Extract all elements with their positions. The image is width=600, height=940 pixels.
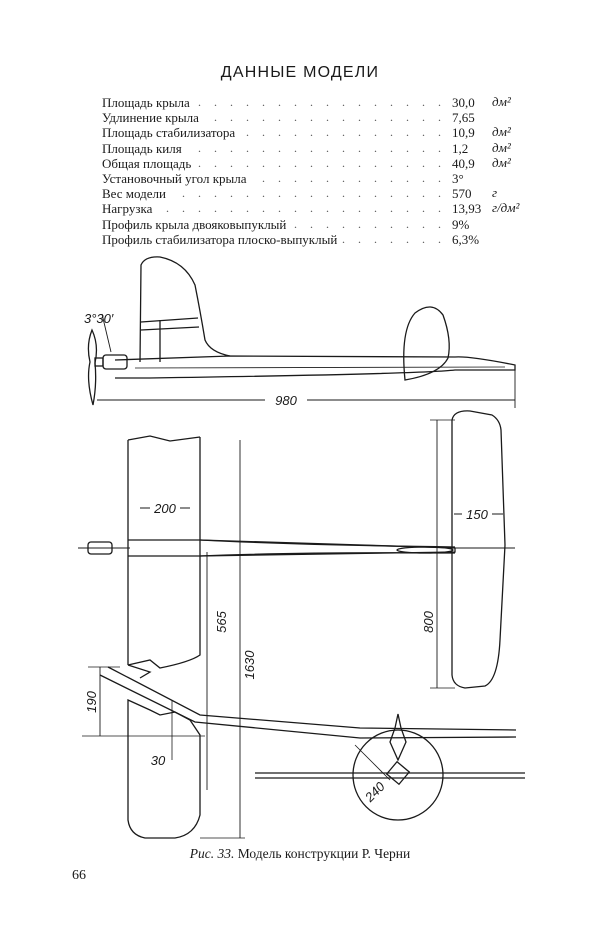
leader-dots: . . . . . . . . . . . . . . . . . . . . …: [102, 140, 442, 155]
tail-detail-circle: [352, 729, 444, 821]
fin-front: [389, 713, 407, 762]
spec-value: 9%: [452, 216, 470, 232]
spec-label: Вес модели: [102, 186, 170, 202]
side-fuselage: [114, 355, 516, 379]
stab-span-label: 800: [421, 610, 436, 632]
spec-label: Площадь киля: [102, 140, 186, 156]
spec-row: . . . . . . . . . . . . . . . . . . . . …: [102, 124, 542, 141]
label-gap: [462, 505, 492, 523]
spec-row: . . . . . . . . . . . . . . . . . . . . …: [102, 94, 542, 110]
wing-break-top: [127, 664, 152, 679]
spec-unit: дм²: [492, 124, 511, 140]
length-label: 980: [275, 393, 297, 408]
spec-label: Нагрузка: [102, 201, 157, 217]
tail-detail-line: [354, 744, 391, 781]
label-gap: [265, 390, 307, 408]
engine-plan: [87, 541, 113, 555]
wing-dihedral: [99, 666, 517, 739]
fuselage-tail-cone: [396, 546, 454, 554]
fin-mount: [385, 760, 411, 786]
spec-unit: г: [492, 185, 498, 201]
wing-lower: [127, 698, 201, 839]
figure-caption-text: Модель конструкции Р. Черни: [237, 846, 411, 861]
section-title: ДАННЫЕ МОДЕЛИ: [220, 64, 380, 81]
fin-rib: [140, 326, 200, 331]
spec-row: . . . . . . . . . . . . . . . . . . . . …: [102, 154, 542, 171]
side-fin: [139, 256, 231, 363]
spec-row: . . . . . . . . . . . . . . . . . . . . …: [102, 216, 542, 232]
spec-value: 30,0: [452, 95, 475, 110]
spec-value: 570: [452, 186, 472, 202]
stabilizer: [451, 410, 506, 689]
wing-upper: [127, 435, 201, 669]
page-number: 66: [72, 868, 86, 883]
leader-dots: . . . . . . . . . . . . . . . . . . . . …: [102, 201, 442, 216]
spec-value: 3°: [452, 170, 464, 186]
spec-label: Профиль крыла двояковыпуклый: [102, 216, 291, 232]
spec-row: . . . . . . . . . . . . . . . . . . . . …: [102, 110, 542, 126]
spec-row: . . . . . . . . . . . . . . . . . . . . …: [102, 170, 542, 186]
spec-value: 6,3%: [452, 231, 480, 247]
stab-chord-label: 150: [466, 507, 488, 522]
tail-detail-label: 240: [361, 778, 388, 805]
spec-unit: дм²: [492, 94, 511, 109]
incidence-leader: [101, 313, 112, 353]
engine: [102, 354, 128, 370]
spec-value: 7,65: [452, 110, 475, 126]
spec-label: Установочный угол крыла: [102, 170, 251, 186]
spec-label: Удлинение крыла: [102, 110, 203, 126]
spec-row: . . . . . . . . . . . . . . . . . . . . …: [102, 200, 542, 217]
spec-value: 10,9: [452, 125, 475, 141]
spec-label: Площадь стабилизатора: [102, 125, 240, 141]
spec-row: . . . . . . . . . . . . . . . . . . . . …: [102, 231, 542, 247]
spec-value: 13,93: [452, 201, 482, 217]
spec-unit: г/дм²: [492, 200, 520, 216]
spec-value: 40,9: [452, 155, 475, 171]
fin-rib: [140, 317, 199, 323]
label-gap: [150, 499, 180, 517]
fuselage-line: [134, 366, 506, 369]
leader-dots: . . . . . . . . . . . . . . . . . . . . …: [102, 186, 442, 201]
model-aircraft-drawing: 3°30′ 980: [78, 256, 525, 839]
incidence-label: 3°30′: [84, 311, 114, 326]
half-span-label: 565: [214, 610, 229, 632]
plan-fuselage: [128, 539, 456, 557]
spec-value: 1,2: [452, 140, 469, 156]
spec-row: . . . . . . . . . . . . . . . . . . . . …: [102, 185, 542, 202]
plan-view: [78, 410, 515, 839]
spec-unit: дм²: [492, 139, 511, 155]
side-tail-fin: [403, 306, 450, 381]
side-view: [87, 256, 516, 408]
span-label: 1630: [242, 650, 257, 680]
figure-caption: Рис. 33. Модель конструкции Р. Черни: [0, 846, 600, 862]
spec-label: Площадь крыла: [102, 95, 194, 110]
tip-offset-label: 30: [151, 753, 166, 768]
figure-number: Рис. 33.: [189, 846, 235, 861]
spec-label: Общая площадь: [102, 155, 196, 171]
dihedral-height-label: 190: [84, 690, 99, 712]
model-data-table: . . . . . . . . . . . . . . . . . . . . …: [102, 94, 542, 247]
propeller: [87, 328, 98, 406]
spec-row: . . . . . . . . . . . . . . . . . . . . …: [102, 139, 542, 156]
spec-unit: дм²: [492, 154, 511, 170]
wing-chord-label: 200: [153, 501, 176, 516]
spec-label: Профиль стабилизатора плоско-выпуклый: [102, 231, 342, 247]
front-view: [82, 666, 525, 821]
fuselage-taper: [199, 539, 456, 557]
